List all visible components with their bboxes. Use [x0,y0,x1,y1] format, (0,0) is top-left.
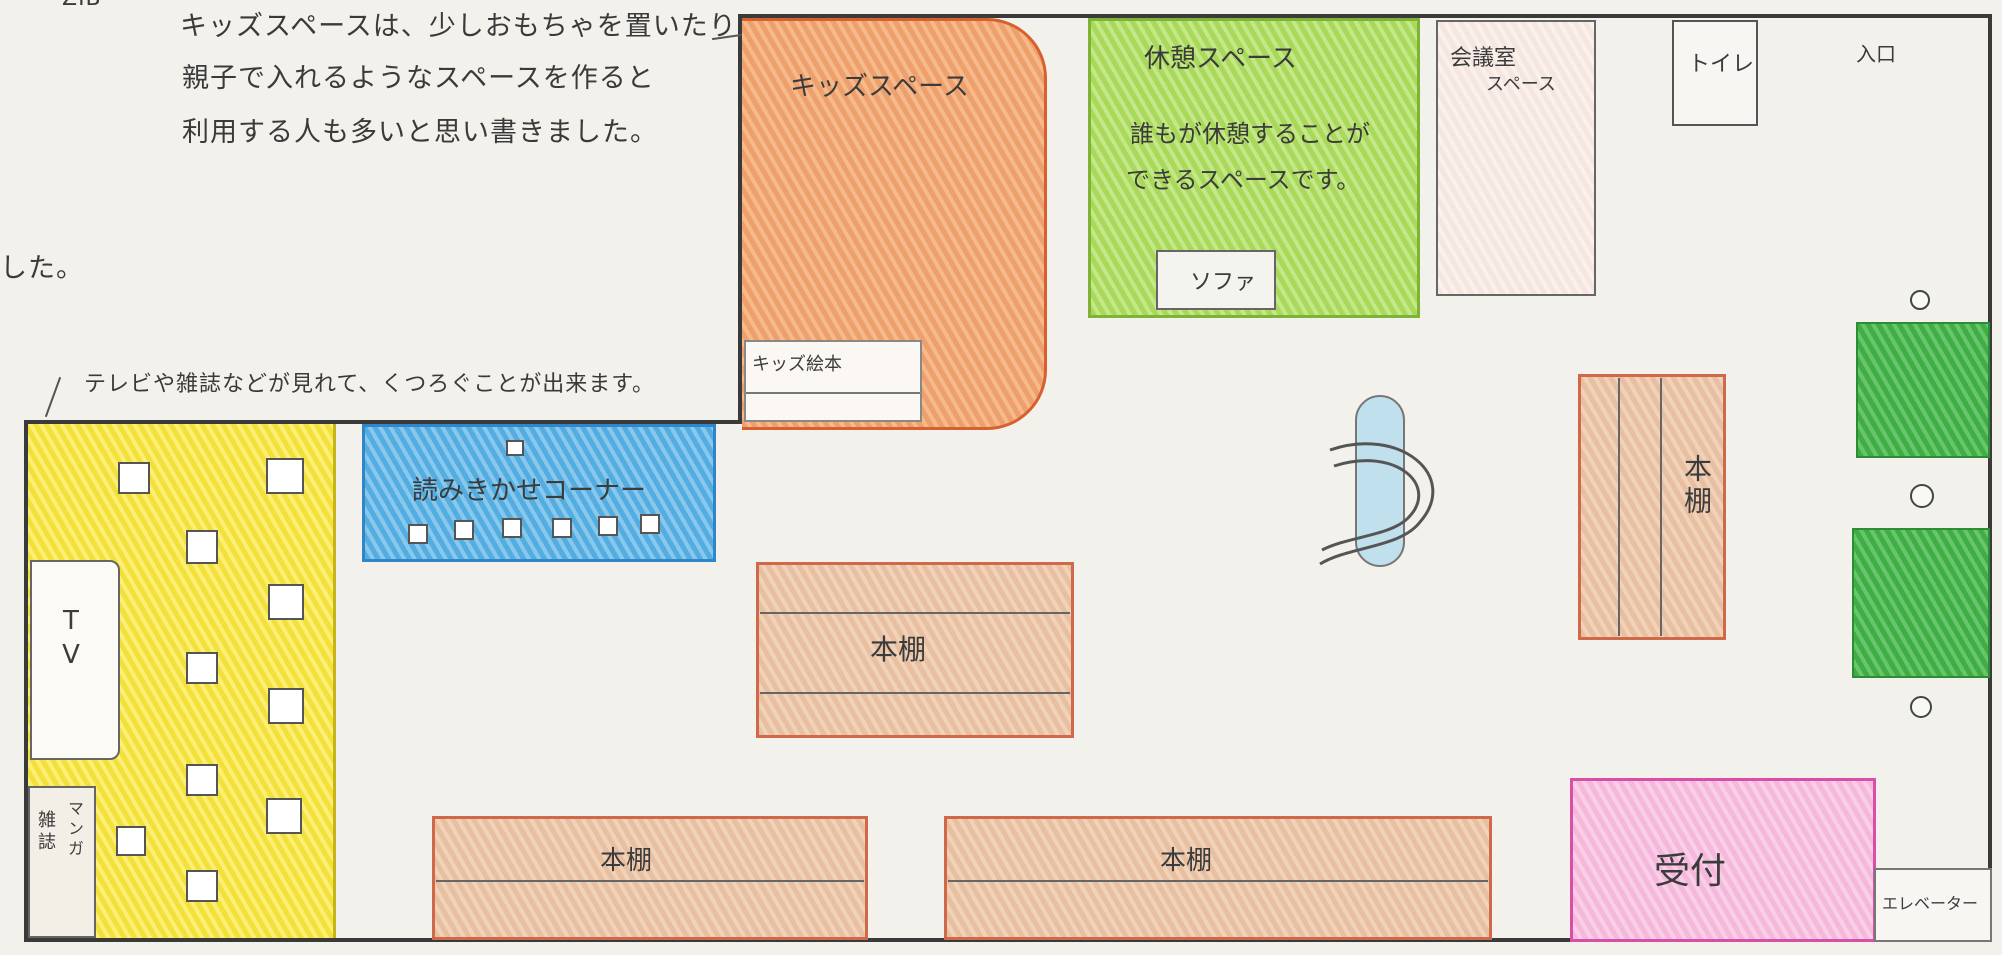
elevator-label: エレベーター [1882,894,1979,913]
wall-lower-left [24,420,742,942]
bookshelf-right-divider-2 [1660,378,1662,636]
entrance-label: 入口 [1856,42,1896,66]
bookshelf-center [756,562,1074,738]
toilet-label: トイレ [1688,52,1755,77]
magazines-label: 雑誌 [35,810,56,854]
bookshelf-bottom-left [432,816,868,940]
kids-picture-books-shelf [744,340,922,422]
kids-note-line-2: 親子で入れるようなスペースを作ると [182,63,655,94]
round-seat-3 [1910,696,1932,718]
reading-corner-small-seat [506,440,524,456]
bookshelf-center-line-2 [760,692,1070,694]
lounge-seat [186,530,218,564]
lounge-seat [266,798,302,834]
lounge-seat [268,688,304,724]
bookshelf-center-label: 本棚 [870,633,927,666]
bookshelf-bottom-left-line [436,880,864,882]
kids-note-line-1: キッズスペースは、少しおもちゃを置いたり [180,11,737,42]
reading-corner-label: 読みきかせコーナー [412,476,647,506]
bookshelf-bottom-right-line [948,880,1488,882]
meeting-room-label-1: 会議室 [1450,46,1517,71]
reading-seat [408,524,428,544]
rest-space-title: 休憩スペース [1144,44,1297,74]
kids-picture-books-label: キッズ絵本 [752,354,842,375]
tv-note: テレビや雑誌などが見れて、くつろぐことが出来ます。 [84,372,656,397]
manga-label: マンガ [65,800,84,860]
round-seat-1 [1910,290,1930,310]
reading-seat [640,514,660,534]
wall-outer-right-room [740,14,1992,942]
bookshelf-bottom-right-label: 本棚 [1160,846,1213,876]
note-fragment-left: した。 [0,253,84,284]
lounge-seat [186,870,218,902]
green-block-bottom [1852,528,1990,678]
tv-label: TV [56,606,86,674]
lounge-seat [186,764,218,796]
round-seat-2 [1910,484,1934,508]
reading-seat [552,518,572,538]
note-fragment-top: ZIB [62,0,102,11]
lounge-seat [116,826,146,856]
lounge-seat [268,584,304,620]
tv-note-pointer [44,376,62,418]
meeting-room-label-2: スペース [1486,74,1556,95]
bookshelf-right-divider-1 [1618,378,1620,636]
wall-divider-vertical [738,14,742,424]
elevator [1874,868,1992,942]
sofa [1156,250,1276,310]
magazine-rack [28,786,96,938]
tv [30,560,120,760]
bookshelf-bottom-right [944,816,1492,940]
toilet [1672,20,1758,126]
reading-seat [502,518,522,538]
reception-label: 受付 [1654,851,1727,892]
reading-seat [598,516,618,536]
bookshelf-center-line-1 [760,612,1070,614]
kids-space-label: キッズスペース [790,72,969,102]
lounge-seat [266,458,304,494]
bookshelf-bottom-left-label: 本棚 [600,846,653,876]
lounge-seat [186,652,218,684]
kids-shelf-line [746,392,920,394]
sofa-label: ソファ [1190,270,1257,295]
lounge-seat [118,462,150,494]
green-block-top [1856,322,1990,458]
meeting-room [1436,20,1596,296]
bookshelf-right-label: 本棚 [1680,454,1713,518]
bookshelf-right [1578,374,1726,640]
reading-seat [454,520,474,540]
rest-space-desc-line-1: 誰もが休憩することが [1130,120,1370,148]
reception [1570,778,1876,942]
slide-structure [1319,395,1435,567]
rest-space-desc-line-2: できるスペースです。 [1126,166,1361,194]
kids-note-line-3: 利用する人も多いと思い書きました。 [182,117,658,148]
